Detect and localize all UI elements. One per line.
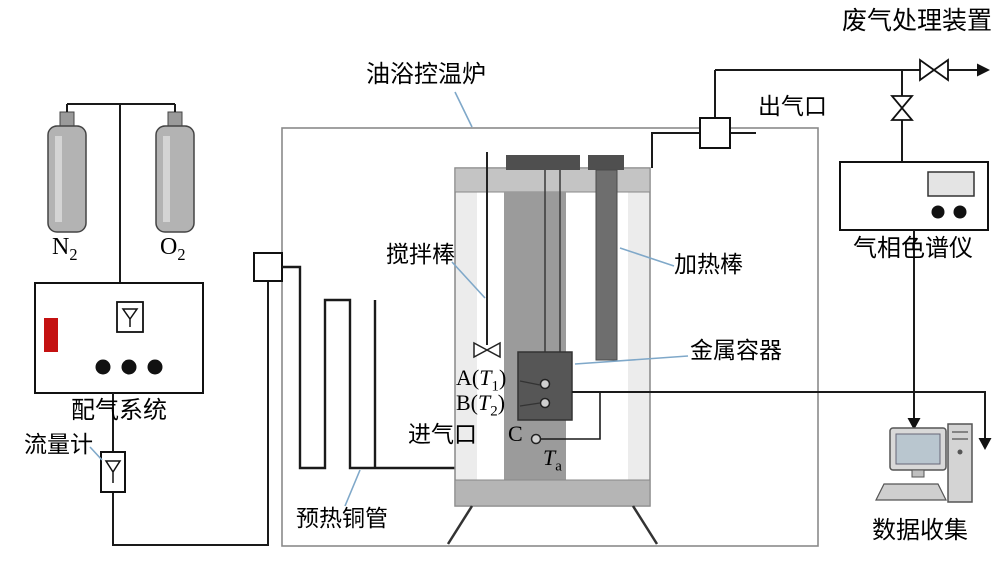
leader-preheat-tube xyxy=(344,469,361,507)
gas-chromatograph-box xyxy=(839,161,989,231)
ta-probe-wire xyxy=(541,392,601,440)
thermocouple-data-line xyxy=(572,391,986,440)
leader-probe-a xyxy=(519,380,541,386)
label-o2: O2 xyxy=(160,234,186,264)
computer-icon xyxy=(875,423,973,503)
label-gas-system: 配气系统 xyxy=(71,398,167,424)
vessel-base xyxy=(454,479,651,507)
knob-icon xyxy=(147,359,163,375)
gas-mixing-system-box xyxy=(34,282,204,394)
valve-icon xyxy=(919,58,949,82)
gc-knob-icon xyxy=(931,205,945,219)
leader-stir-rod xyxy=(451,261,486,299)
knob-icon xyxy=(95,359,111,375)
label-probe-a: A(T1) xyxy=(456,365,507,395)
leader-lines xyxy=(89,91,689,507)
label-n2: N2 xyxy=(52,234,78,264)
probe-leader-lines xyxy=(519,380,541,407)
panel-valve-box xyxy=(116,301,144,333)
label-probe-b: B(T2) xyxy=(456,390,506,420)
label-gas-inlet: 进气口 xyxy=(408,422,477,447)
gas-outlet-port-box xyxy=(699,117,731,149)
gc-display xyxy=(927,171,975,197)
supply-pipe xyxy=(112,281,269,546)
label-probe-c: C xyxy=(508,421,523,446)
label-heating-rod: 加热棒 xyxy=(674,252,743,277)
heating-rod xyxy=(595,169,618,361)
leader-probe-b xyxy=(519,402,541,407)
probe-a-dot xyxy=(539,378,551,390)
gc-knob-icon xyxy=(953,205,967,219)
probe-b-dot xyxy=(539,397,551,409)
inlet-junction-box xyxy=(253,252,283,282)
label-gas-outlet: 出气口 xyxy=(758,94,827,119)
label-gas-chromatograph: 气相色谱仪 xyxy=(853,236,973,262)
label-data-collection: 数据收集 xyxy=(872,518,968,544)
label-metal-container: 金属容器 xyxy=(690,338,782,363)
knob-icon xyxy=(121,359,137,375)
label-waste-gas-unit: 废气处理装置 xyxy=(842,8,993,35)
label-flow-meter: 流量计 xyxy=(24,432,93,457)
leader-flow-meter xyxy=(89,446,103,461)
label-oil-bath-furnace: 油浴控温炉 xyxy=(366,62,486,88)
probe-c-dot xyxy=(530,433,542,445)
flow-meter-box xyxy=(100,451,126,493)
oil-bath-vessel xyxy=(446,152,659,545)
preheat-coil-pipe xyxy=(282,265,506,470)
leader-heating-rod xyxy=(619,247,675,267)
vessel-legs xyxy=(446,505,659,545)
panel-valve-icon xyxy=(121,308,139,327)
heater-cap xyxy=(588,155,624,170)
arrow-right-icon xyxy=(977,63,990,77)
leader-oil-bath xyxy=(454,91,473,128)
gas-cylinder-n2 xyxy=(47,111,87,233)
outlet-pipe xyxy=(651,69,982,168)
mount-bar xyxy=(506,155,580,170)
leader-metal-container xyxy=(574,355,689,365)
stirrer-propeller-icon xyxy=(473,341,501,359)
gas-cylinder-o2 xyxy=(155,111,195,233)
arrow-down-icon xyxy=(978,438,992,450)
vessel-lid xyxy=(454,167,651,193)
manifold-pipe xyxy=(66,103,176,283)
label-preheat-tube: 预热铜管 xyxy=(296,506,388,531)
arrow-down-icon xyxy=(907,418,921,430)
thermocouple-tubes xyxy=(544,170,561,352)
label-ta: Ta xyxy=(543,445,562,475)
flow-meter-valve-icon xyxy=(104,460,122,483)
label-stir-rod: 搅拌棒 xyxy=(386,242,455,267)
power-indicator xyxy=(44,318,58,352)
furnace-enclosure-outline xyxy=(281,127,819,547)
valve-icon xyxy=(890,95,914,121)
